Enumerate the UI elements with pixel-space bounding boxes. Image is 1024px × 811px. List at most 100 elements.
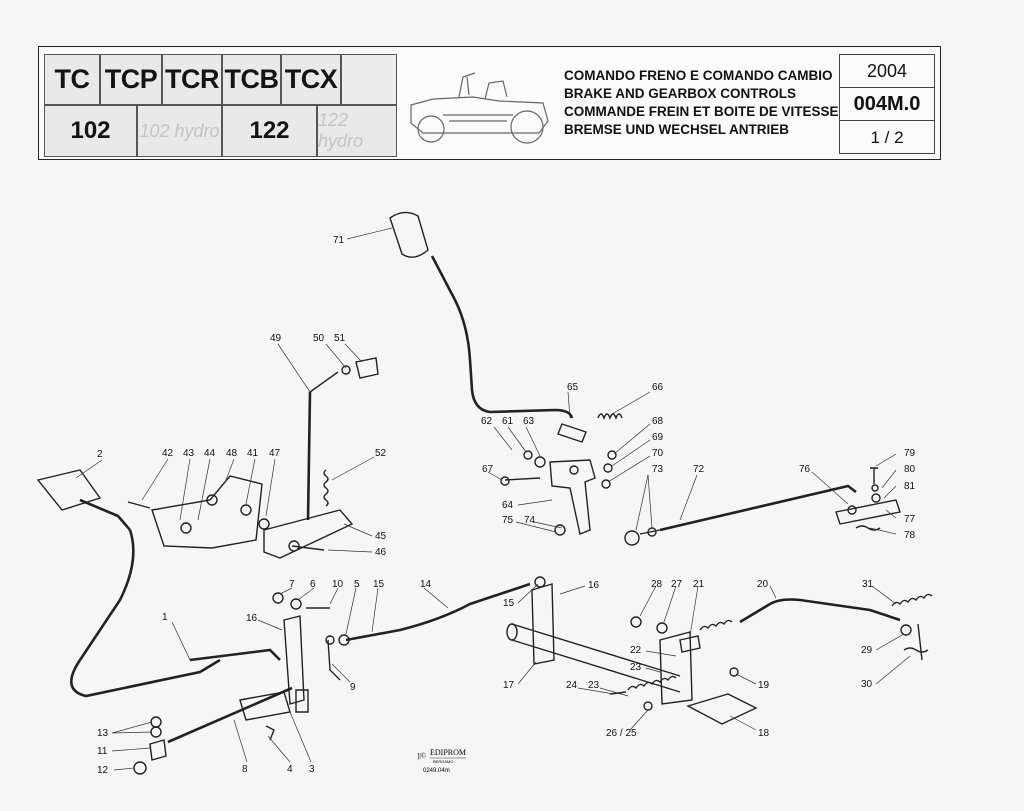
callout-48: 48 [226, 448, 238, 459]
callout-64: 64 [502, 500, 514, 511]
callout-16-right: 16 [588, 580, 600, 591]
callout-24: 24 [566, 680, 578, 691]
callout-27: 27 [671, 579, 683, 590]
callout-labels: 71 49 50 51 65 66 62 61 63 68 69 70 73 7… [97, 235, 916, 776]
callout-3: 3 [309, 764, 315, 775]
title-block: TC TCP TCR TCB TCX 102 102 hydro 122 122… [38, 46, 941, 160]
number-cell-122-hydro: 122 hydro [317, 105, 397, 157]
callout-67: 67 [482, 464, 494, 475]
number-102: 102 [70, 117, 111, 144]
publisher-name: EDIPROM [430, 748, 466, 757]
callout-75: 75 [502, 515, 514, 526]
callout-43: 43 [183, 448, 195, 459]
publisher-logo-mark: ]|© [417, 752, 427, 760]
callout-26-25: 26 / 25 [606, 728, 637, 739]
model-cell-tc: TC [44, 54, 100, 105]
callout-78: 78 [904, 530, 916, 541]
spring-66 [597, 413, 623, 420]
model-cell-tcr: TCR [162, 54, 222, 105]
callout-10: 10 [332, 579, 344, 590]
callout-12: 12 [97, 765, 109, 776]
callout-20: 20 [757, 579, 769, 590]
callout-9: 9 [350, 682, 356, 693]
callout-29: 29 [861, 645, 873, 656]
model-tcb: TCB [224, 64, 280, 94]
callout-77: 77 [904, 514, 916, 525]
leader-lines [75, 227, 911, 771]
callout-28: 28 [651, 579, 663, 590]
title-fr: COMMANDE FREIN ET BOITE DE VITESSE [564, 104, 839, 119]
model-cell-tcx: TCX [281, 54, 341, 105]
callout-80: 80 [904, 464, 916, 475]
callout-73: 73 [652, 464, 664, 475]
model-tcr: TCR [165, 64, 220, 94]
brake-link-rod [345, 582, 531, 642]
gearbox-rod-20 [739, 593, 933, 661]
brake-rod [189, 648, 281, 662]
callout-17: 17 [503, 680, 515, 691]
callout-22: 22 [630, 645, 642, 656]
publisher-mark: ]|© EDIPROM BERGAMO 0249.04m [417, 748, 466, 774]
callout-44: 44 [204, 448, 216, 459]
callout-15-right: 15 [503, 598, 515, 609]
number-cell-122: 122 [222, 105, 317, 157]
pedal-bracket [127, 475, 270, 549]
brake-pedal [36, 469, 221, 698]
cross-shaft [506, 583, 693, 705]
title-list: COMANDO FRENO E COMANDO CAMBIO BRAKE AND… [564, 67, 839, 139]
callout-2: 2 [97, 449, 103, 460]
gear-bracket [500, 450, 617, 536]
callout-13: 13 [97, 728, 109, 739]
callout-11: 11 [97, 746, 108, 757]
callout-15: 15 [373, 579, 385, 590]
callout-72: 72 [693, 464, 705, 475]
callout-14: 14 [420, 579, 432, 590]
title-de: BREMSE UND WECHSEL ANTRIEB [564, 122, 790, 137]
callout-7: 7 [289, 579, 295, 590]
callout-41: 41 [247, 448, 259, 459]
callout-71: 71 [333, 235, 345, 246]
callout-31: 31 [862, 579, 874, 590]
callout-16: 16 [246, 613, 258, 624]
callout-62: 62 [481, 416, 493, 427]
model-cell-tcp: TCP [100, 54, 162, 105]
callout-18: 18 [758, 728, 770, 739]
number-102-hydro: 102 hydro [139, 120, 220, 141]
callout-74: 74 [524, 515, 536, 526]
callout-4: 4 [287, 764, 293, 775]
title-it: COMANDO FRENO E COMANDO CAMBIO [564, 68, 833, 83]
callout-52: 52 [375, 448, 387, 459]
model-cell-tcb: TCB [222, 54, 281, 105]
drawing-reference: 0249.04m [423, 768, 450, 774]
callout-51: 51 [334, 333, 346, 344]
callout-49: 49 [270, 333, 282, 344]
number-cell-102-hydro: 102 hydro [137, 105, 222, 157]
callout-65: 65 [567, 382, 579, 393]
callout-76: 76 [799, 464, 811, 475]
reference-box: 2004 004M.0 1 / 2 [839, 54, 935, 154]
model-tc: TC [54, 64, 91, 94]
callout-42: 42 [162, 448, 174, 459]
callout-66: 66 [652, 382, 664, 393]
washer-5 [338, 634, 350, 646]
callout-47: 47 [269, 448, 281, 459]
callout-30: 30 [861, 679, 873, 690]
model-cell-empty [341, 54, 397, 105]
model-tcp: TCP [104, 64, 158, 94]
brake-lever-assembly [263, 357, 379, 559]
callout-81: 81 [904, 481, 916, 492]
callout-23: 23 [630, 662, 642, 673]
gear-lever [389, 211, 587, 443]
publisher-city: BERGAMO [433, 759, 453, 764]
callout-50: 50 [313, 333, 325, 344]
gearbox-rod [624, 484, 857, 546]
tractor-illustration [410, 72, 549, 144]
year: 2004 [840, 55, 934, 88]
number-122-hydro: 122 hydro [318, 110, 364, 151]
callout-63: 63 [523, 416, 535, 427]
number-122: 122 [249, 117, 290, 144]
callout-45: 45 [375, 531, 387, 542]
gearbox-plate [835, 467, 901, 531]
callout-46: 46 [375, 547, 387, 558]
